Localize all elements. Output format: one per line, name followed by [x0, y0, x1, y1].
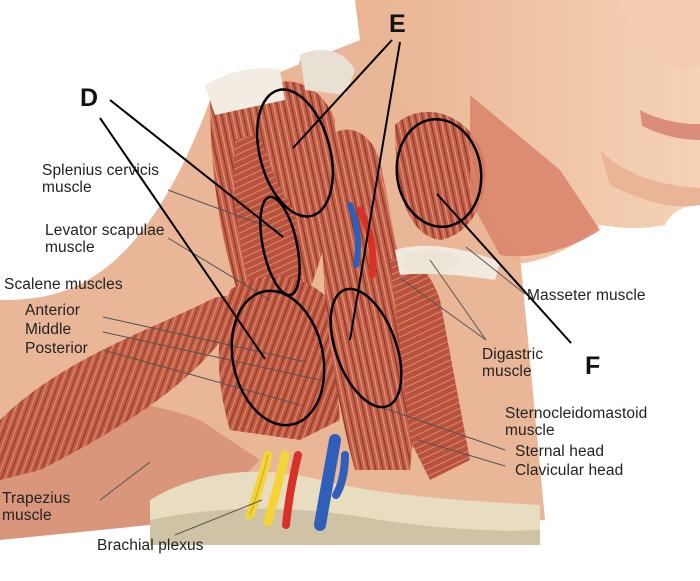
marker-f: F: [585, 352, 601, 380]
marker-d: D: [80, 84, 99, 112]
label-splenius-cervicis: Splenius cervicis muscle: [42, 162, 160, 196]
scalene-muscles: [218, 276, 340, 440]
vein-lower-branch: [332, 451, 349, 499]
hyoid-bone: [402, 250, 458, 274]
label-levator-scapulae: Levator scapulae muscle: [45, 222, 165, 256]
label-sternal-head: Sternal head: [515, 443, 605, 460]
clavicle: [150, 471, 540, 540]
label-brachial-plexus: Brachial plexus: [97, 537, 204, 554]
upper-neck-muscle: [255, 81, 340, 220]
lips: [640, 110, 700, 140]
ellipse-e-lower: [329, 287, 403, 409]
label-scalene-muscles: Scalene muscles: [4, 276, 123, 293]
scm-clavicular: [390, 257, 470, 480]
label-trapezius: Trapezius muscle: [2, 490, 71, 524]
label-scalene-posterior: Posterior: [25, 340, 88, 357]
label-digastric: Digastric muscle: [482, 346, 544, 380]
leader-lines: [99, 189, 526, 536]
marker-ellipses: [230, 88, 483, 427]
label-masseter: Masseter muscle: [527, 287, 646, 304]
marker-e: E: [389, 10, 406, 38]
chin: [600, 150, 700, 207]
tendon-top-2: [300, 50, 355, 95]
ellipse-d-lower: [230, 289, 326, 427]
nose: [615, 0, 700, 70]
trapezius: [0, 296, 237, 480]
label-scalene-middle: Middle: [25, 321, 72, 338]
masseter: [395, 111, 486, 240]
brachial-plexus-nerves: [245, 450, 290, 527]
jaw-muscle-sheet: [470, 95, 600, 257]
tendon-top: [205, 68, 285, 115]
vein-lower: [314, 434, 341, 531]
ellipse-e-upper: [255, 88, 335, 218]
ellipse-f: [395, 117, 483, 229]
vein-upper: [347, 202, 361, 268]
artery-lower: [282, 451, 302, 529]
ellipse-d-upper: [259, 195, 301, 297]
artery-upper: [356, 206, 377, 279]
label-clavicular-head: Clavicular head: [515, 462, 624, 479]
label-sternocleidomastoid: Sternocleidomastoid muscle: [505, 405, 648, 439]
label-scalene-anterior: Anterior: [25, 302, 81, 319]
